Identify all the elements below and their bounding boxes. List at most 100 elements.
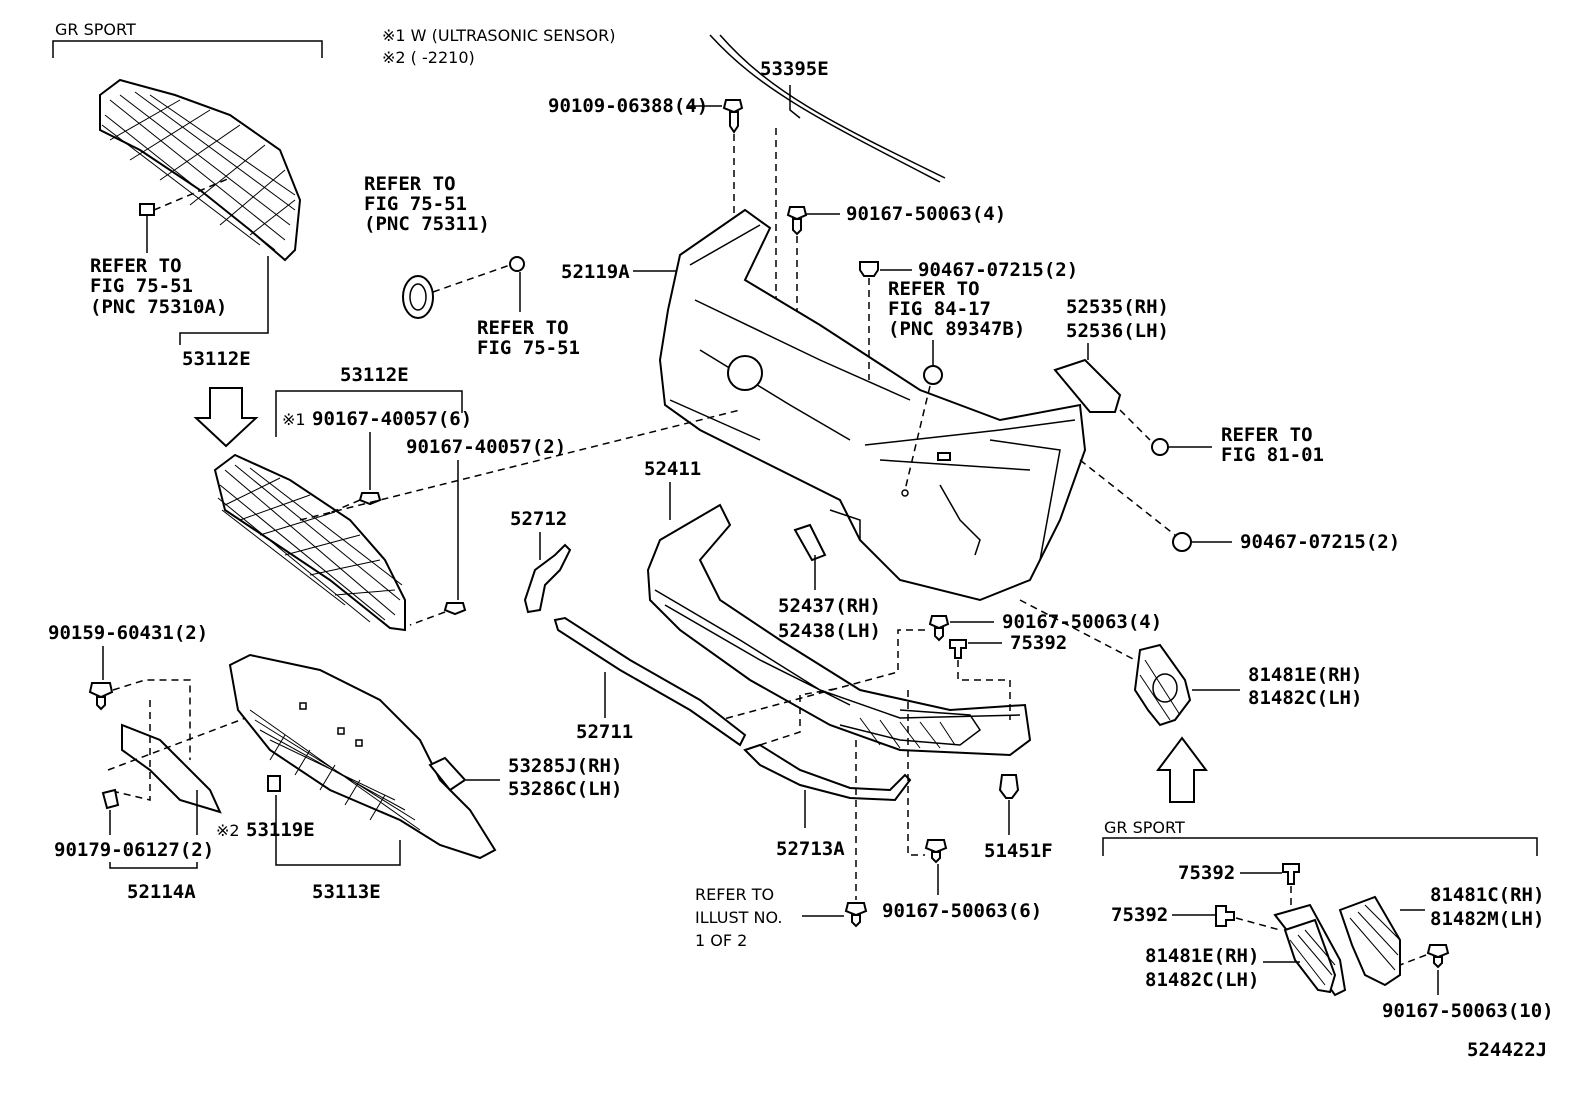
label-53286C: 53286C(LH) bbox=[508, 778, 622, 800]
lip-52713A bbox=[743, 743, 912, 802]
clip-75392-b2 bbox=[1215, 905, 1235, 927]
gr-sport-grille bbox=[99, 78, 302, 262]
label-90159: 90159-60431(2) bbox=[48, 622, 208, 644]
label-81482M: 81482M(LH) bbox=[1430, 908, 1544, 930]
label-52536: 52536(LH) bbox=[1066, 320, 1169, 342]
label-90167-40057-6: 90167-40057(6) bbox=[312, 408, 472, 430]
label-52438: 52438(LH) bbox=[778, 620, 881, 642]
bolt-90167-top bbox=[786, 206, 808, 236]
ref4-line2: FIG 84-17 bbox=[888, 298, 991, 320]
fog-bezel-81481E bbox=[1133, 643, 1192, 727]
ref6-line2: ILLUST NO. bbox=[695, 908, 782, 927]
label-53285J: 53285J(RH) bbox=[508, 755, 622, 777]
label-81482C: 81482C(LH) bbox=[1248, 687, 1362, 709]
ref1-line3: (PNC 75310A) bbox=[90, 296, 227, 318]
label-90167-50063-4-mid: 90167-50063(4) bbox=[1002, 611, 1162, 633]
grille-53112E bbox=[213, 453, 406, 632]
bolt-90167-6 bbox=[924, 839, 948, 864]
screw-40057-2 bbox=[443, 602, 467, 616]
arrow-up-icon bbox=[1156, 736, 1208, 803]
dash-40057-6 bbox=[324, 499, 361, 516]
clip-75392-mid bbox=[949, 639, 967, 659]
ref5-line2: FIG 81-01 bbox=[1221, 444, 1324, 466]
label-52119A: 52119A bbox=[561, 261, 630, 283]
figure-id: 524422J bbox=[1467, 1039, 1547, 1061]
dash-90159-a bbox=[112, 679, 191, 760]
label-52411: 52411 bbox=[644, 458, 701, 480]
label-53112E-mid: 53112E bbox=[340, 364, 409, 386]
ref3-line2: FIG 75-51 bbox=[477, 337, 580, 359]
emblem bbox=[402, 256, 525, 319]
molding-53395E bbox=[709, 34, 941, 183]
label-53113E: 53113E bbox=[312, 881, 381, 903]
bracket-52114A bbox=[109, 862, 198, 869]
ref1-line1: REFER TO bbox=[90, 255, 182, 277]
clip-90467-right bbox=[1172, 532, 1192, 552]
ref3-line1: REFER TO bbox=[477, 317, 569, 339]
screw-ref5 bbox=[1151, 438, 1169, 456]
note-range: ※2 ( -2210) bbox=[382, 48, 475, 67]
arrow-down-icon bbox=[193, 387, 259, 448]
bracket-53112E-mid bbox=[275, 390, 463, 437]
label-52535: 52535(RH) bbox=[1066, 296, 1169, 318]
lower-bumper-52411 bbox=[646, 503, 1032, 757]
bolt-90167-mid bbox=[928, 615, 950, 642]
bracket-53113E bbox=[275, 795, 401, 866]
lower-grille-53113E bbox=[228, 653, 497, 860]
clip-52437 bbox=[793, 523, 827, 562]
dash-90167-6 bbox=[907, 690, 925, 856]
molding-53395E-edge bbox=[719, 34, 946, 179]
label-90109: 90109-06388(4) bbox=[548, 95, 708, 117]
label-52713A: 52713A bbox=[776, 838, 845, 860]
dash-75392-b2 bbox=[1235, 917, 1281, 931]
label-52711: 52711 bbox=[576, 721, 633, 743]
dash-90467-right bbox=[1079, 459, 1176, 536]
bolt-90109 bbox=[722, 99, 744, 134]
mark-note2: ※2 bbox=[216, 821, 240, 840]
dash-side-bracket bbox=[1119, 409, 1151, 441]
clip-90467-top bbox=[859, 261, 879, 277]
label-53119E: 53119E bbox=[246, 819, 315, 841]
label-75392-mid: 75392 bbox=[1010, 632, 1067, 654]
dash-90167-mid bbox=[719, 629, 925, 721]
label-75392-b2: 75392 bbox=[1111, 904, 1168, 926]
bracket-90179-sides bbox=[109, 790, 198, 835]
label-53395E: 53395E bbox=[760, 58, 829, 80]
note-ultrasonic: ※1 W (ULTRASONIC SENSOR) bbox=[382, 26, 615, 45]
label-52712: 52712 bbox=[510, 508, 567, 530]
label-81482C-b: 81482C(LH) bbox=[1145, 969, 1259, 991]
dash-sensor bbox=[904, 385, 931, 491]
ref6-line1: REFER TO bbox=[695, 885, 774, 904]
label-81481C: 81481C(RH) bbox=[1430, 884, 1544, 906]
gr-fog-bezel-81481E bbox=[1273, 903, 1347, 997]
bolt-ref6 bbox=[844, 902, 868, 928]
ref4-line3: (PNC 89347B) bbox=[888, 318, 1025, 340]
dash-lip bbox=[759, 687, 841, 746]
gr-sport-label-top: GR SPORT bbox=[55, 20, 136, 39]
label-52437: 52437(RH) bbox=[778, 595, 881, 617]
ref2-line2: FIG 75-51 bbox=[364, 193, 467, 215]
strip-52711 bbox=[553, 616, 747, 747]
bracket-53112E-top bbox=[179, 256, 269, 345]
clip-75392-b1 bbox=[1282, 863, 1300, 885]
label-90167-50063-4-top: 90167-50063(4) bbox=[846, 203, 1006, 225]
gr-sport-label-bottom: GR SPORT bbox=[1104, 818, 1185, 837]
ref2-line1: REFER TO bbox=[364, 173, 456, 195]
dash-fog-bezel bbox=[1019, 599, 1136, 661]
clip-51451F bbox=[998, 774, 1020, 799]
gr-sport-bracket-top bbox=[52, 40, 323, 58]
ref1-line2: FIG 75-51 bbox=[90, 275, 193, 297]
plate-bracket-52114A bbox=[121, 723, 222, 814]
bracket-52712 bbox=[523, 543, 572, 614]
screw-90159 bbox=[88, 682, 114, 711]
gr-sport-bracket-bottom bbox=[1102, 837, 1538, 856]
label-53112E-top: 53112E bbox=[182, 348, 251, 370]
mark-note1: ※1 bbox=[282, 410, 306, 429]
side-bracket bbox=[1053, 358, 1122, 413]
bumper-cover bbox=[658, 208, 1087, 602]
clip-53119E bbox=[267, 775, 281, 792]
dash-plate-to-grille bbox=[107, 704, 281, 771]
ref5-line1: REFER TO bbox=[1221, 424, 1313, 446]
label-51451F: 51451F bbox=[984, 840, 1053, 862]
